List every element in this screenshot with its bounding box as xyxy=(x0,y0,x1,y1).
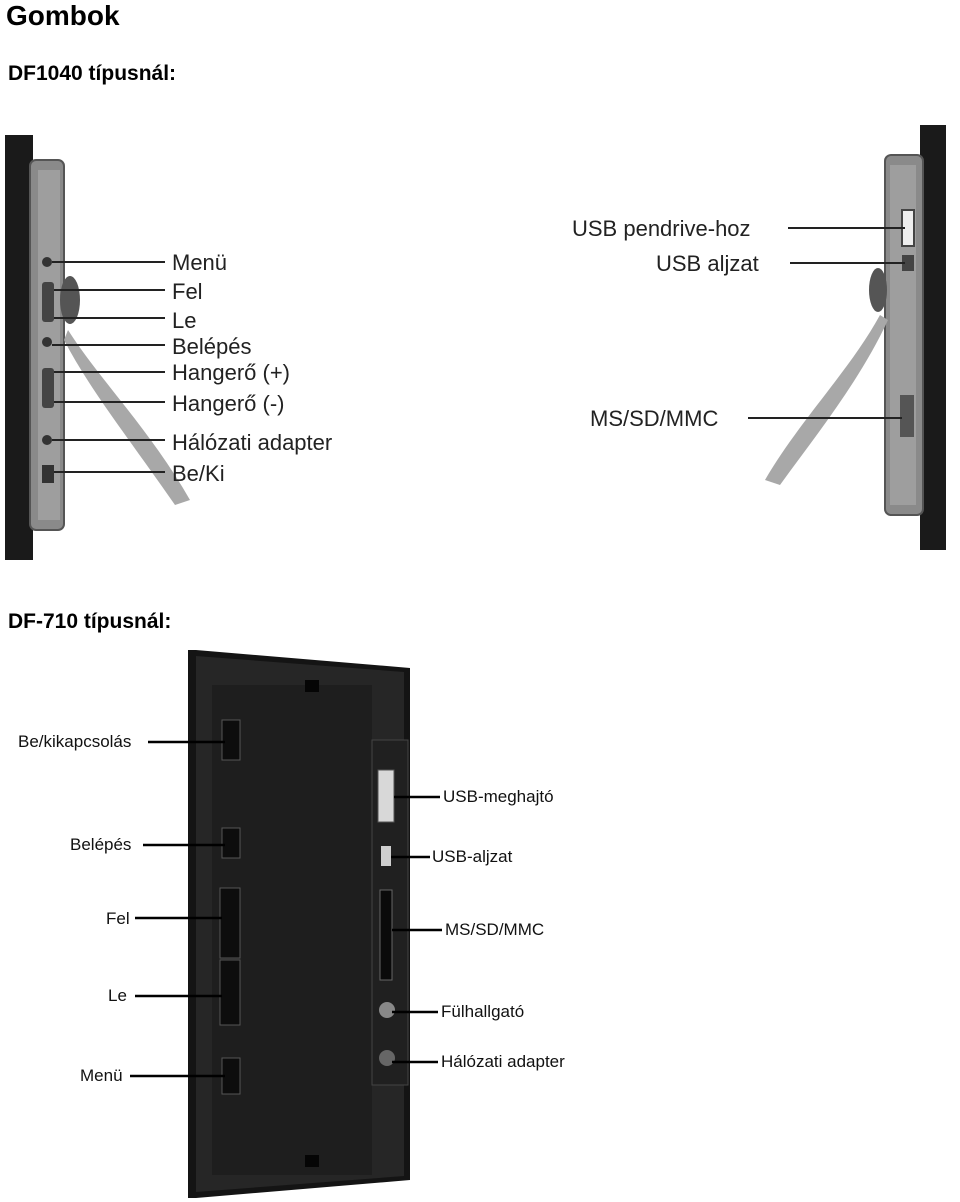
df710-label-usb-port: USB-aljzat xyxy=(432,847,513,866)
df710-label-enter: Belépés xyxy=(70,835,132,854)
df710-label-down: Le xyxy=(108,986,127,1005)
df1040-label-usb-port: USB aljzat xyxy=(656,251,759,276)
df710-label-headphone: Fülhallgató xyxy=(441,1002,525,1021)
df1040-label-power-adapter: Hálózati adapter xyxy=(172,430,333,455)
section-title-df710: DF-710 típusnál: xyxy=(8,610,172,633)
df1040-label-enter: Belépés xyxy=(172,334,252,359)
df1040-label-down: Le xyxy=(172,308,197,333)
df710-label-power-adapter: Hálózati adapter xyxy=(441,1052,565,1071)
page-title: Gombok xyxy=(6,0,120,31)
df710-label-usb-drive: USB-meghajtó xyxy=(443,787,554,806)
df1040-label-volume-down: Hangerő (-) xyxy=(172,391,285,416)
df1040-label-usb-pendrive: USB pendrive-hoz xyxy=(572,216,751,241)
df1040-label-volume-up: Hangerő (+) xyxy=(172,360,291,385)
df710-label-card-slot: MS/SD/MMC xyxy=(445,920,545,939)
df1040-label-menu: Menü xyxy=(172,250,228,275)
df1040-label-power: Be/Ki xyxy=(172,461,225,486)
df710-label-menu: Menü xyxy=(80,1066,123,1085)
df1040-label-up: Fel xyxy=(172,279,203,304)
section-title-df1040: DF1040 típusnál: xyxy=(8,62,177,85)
df710-label-up: Fel xyxy=(106,909,130,928)
df1040-label-card-slot: MS/SD/MMC xyxy=(590,406,719,431)
df710-label-power: Be/kikapcsolás xyxy=(18,732,132,751)
